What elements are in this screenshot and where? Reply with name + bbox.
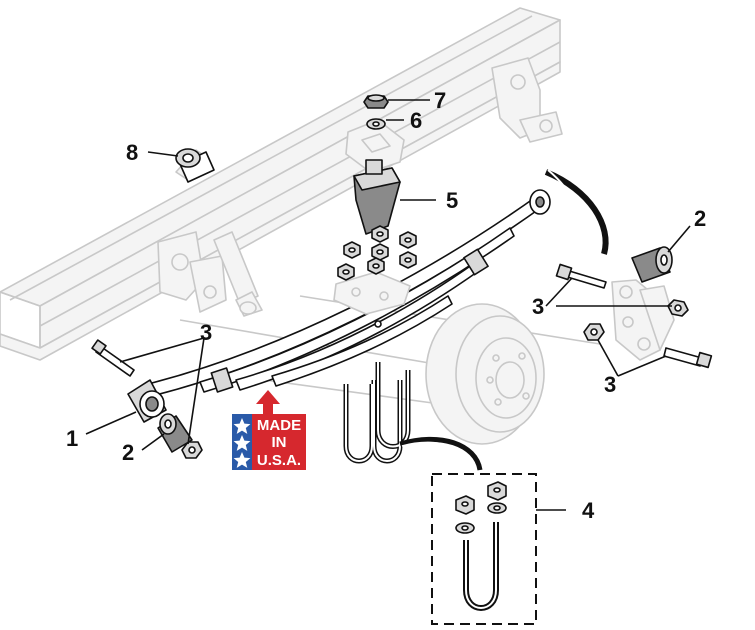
brake-drum [425,303,545,445]
made-in-usa-badge: MADE IN U.S.A. [232,390,306,470]
callout-8: 8 [126,140,138,165]
callout-4: 4 [582,498,595,523]
callout-1: 1 [66,426,78,451]
badge-text-usa: U.S.A. [257,452,301,469]
u-bolts-installed [343,362,411,464]
leader-lines [85,99,691,511]
leaf-spring [147,193,547,397]
brake-cable [399,169,609,471]
shock-absorber [175,148,263,317]
badge-text-panel [252,414,306,470]
spring-eye-bolt [91,339,135,377]
callout-2-rear: 2 [694,206,706,231]
badge-text-made: MADE [257,417,301,434]
spring-eye-nut [181,441,203,459]
spring-eye-front [127,379,167,423]
bump-stop-washer [366,118,386,130]
callout-3-front: 3 [200,320,212,345]
star-icon [233,418,251,434]
front-hanger-bracket [157,231,227,313]
callout-6: 6 [410,108,422,133]
spring-eye-rear [529,189,551,215]
shackle-bolt-lower [663,347,713,369]
u-bolt-kit-box [431,473,537,625]
rubber-bushing-right [631,246,673,283]
rubber-bushing-front [157,413,193,453]
spring-tie-plate [333,271,411,315]
callout-3-shackle-upper: 3 [532,294,544,319]
bump-stop-nut [363,94,389,109]
badge-text-in: IN [272,434,287,451]
callout-7: 7 [434,88,446,113]
shackle-bolt-upper [555,263,607,289]
shackle-assembly [611,279,675,361]
star-icon [233,452,251,468]
callout-3-shackle-lower: 3 [604,372,616,397]
star-icon [233,435,251,451]
callout-labels: 1 2 3 3 3 2 4 5 6 7 8 [66,88,706,523]
bump-stop [353,159,401,235]
callout-2-front: 2 [122,440,134,465]
shackle-nut-upper [667,299,689,317]
shackle-nut-lower [583,323,605,341]
arrow-up-icon [256,390,280,414]
callout-5: 5 [446,188,458,213]
rear-hanger-bracket [491,57,563,143]
u-bolt-nuts-cluster [337,225,417,281]
